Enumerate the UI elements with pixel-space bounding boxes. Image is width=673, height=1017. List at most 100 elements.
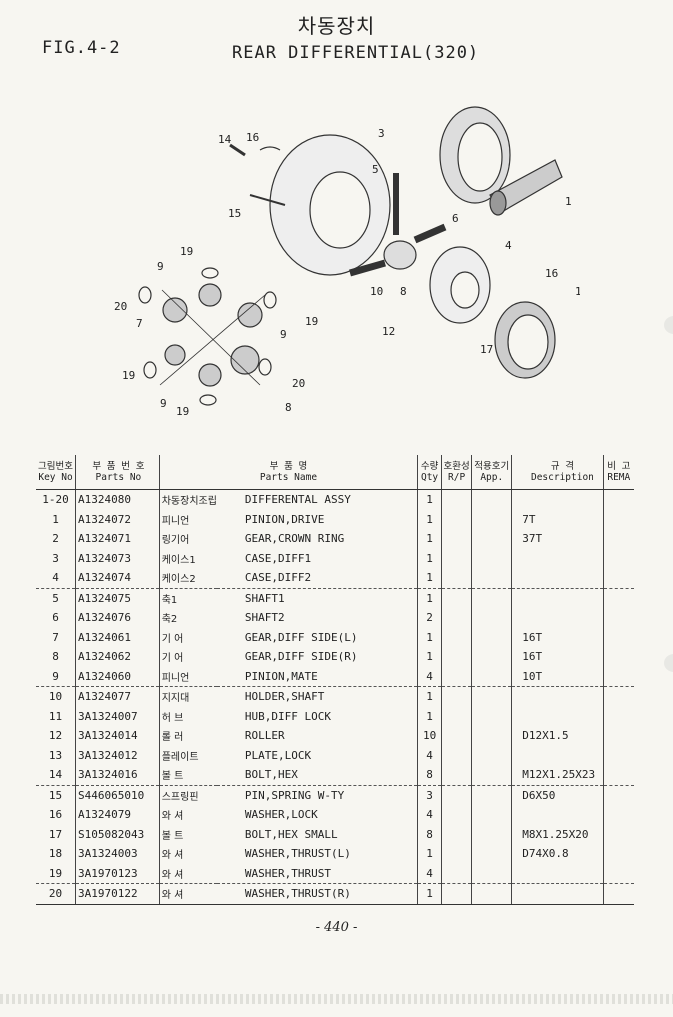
callout-number: 4 [505, 239, 512, 252]
cell-empty [603, 666, 634, 687]
cell-ko: 피니언 [161, 515, 190, 527]
cell-pn: A1324076 [75, 608, 160, 628]
cell-empty [471, 726, 513, 746]
cell-pn: A1324077 [75, 686, 160, 707]
cell-ko: 케이스1 [161, 554, 196, 566]
cell-empty [471, 785, 513, 805]
callout-number: 15 [228, 207, 241, 220]
cell-empty [471, 824, 513, 844]
cell-qty: 1 [417, 548, 442, 568]
cell-key: 3 [36, 548, 77, 568]
cell-empty [471, 509, 513, 529]
cell-ko: 롤 러 [161, 732, 184, 744]
callout-number: 8 [285, 401, 292, 414]
cell-name: GEAR,DIFF SIDE(L) [216, 627, 419, 647]
cell-empty [603, 825, 634, 845]
binder-hole [664, 316, 673, 334]
callout-number: 19 [180, 245, 193, 258]
cell-empty [603, 726, 634, 746]
callout-number: 7 [136, 317, 143, 330]
cell-desc: 10T [511, 666, 604, 687]
cell-empty [603, 687, 634, 707]
cell-empty [441, 509, 473, 529]
cell-empty [603, 608, 634, 628]
cell-name: PINION,DRIVE [216, 509, 419, 529]
cell-empty [603, 588, 634, 608]
cell-empty [471, 647, 513, 667]
cell-empty [471, 686, 513, 707]
cell-key: 13 [36, 745, 77, 765]
cell-desc [511, 489, 604, 510]
cell-empty [603, 568, 634, 589]
callout-number: 9 [280, 328, 287, 341]
cell-pn: S446065010 [75, 785, 160, 805]
cell-pn: A1324079 [75, 805, 160, 825]
cell-qty: 1 [417, 686, 442, 707]
cell-empty [471, 765, 513, 786]
cell-ko: 허 브 [161, 712, 184, 724]
callout-number: 11 [575, 285, 580, 298]
cell-key: 16 [36, 805, 77, 825]
cell-qty: 8 [417, 824, 442, 844]
cell-empty [471, 844, 513, 864]
cell-name: BOLT,HEX [216, 765, 419, 786]
cell-empty [471, 608, 513, 628]
cell-pn: A1324073 [75, 548, 160, 568]
callout-number: 17 [480, 343, 493, 356]
spring-pin [249, 194, 286, 206]
cell-key: 12 [36, 726, 77, 746]
cell-desc [511, 805, 604, 825]
cell-ko: 축2 [161, 614, 178, 626]
callout-number: 19 [305, 315, 318, 328]
cell-empty [441, 666, 473, 687]
cell-pn: A1324080 [75, 489, 160, 510]
cell-empty [441, 765, 473, 786]
cell-empty [603, 549, 634, 569]
cell-desc: D74X0.8 [511, 844, 604, 864]
callout-number: 16 [246, 131, 259, 144]
cell-key: 19 [36, 863, 77, 884]
cell-name: CASE,DIFF1 [216, 548, 419, 568]
cell-key: 4 [36, 568, 77, 589]
callout-number: 19 [176, 405, 189, 418]
cell-desc [511, 883, 604, 905]
cell-pn: A1324062 [75, 647, 160, 667]
callout-number: 16 [545, 267, 558, 280]
cell-pn: 3A1324007 [75, 706, 160, 726]
cell-ko: 링기어 [161, 535, 190, 547]
cell-qty: 4 [417, 666, 442, 687]
callout-number: 5 [372, 163, 379, 176]
cell-pn: 3A1970122 [75, 883, 160, 905]
cell-pn: A1324075 [75, 588, 160, 608]
cell-empty [441, 588, 473, 608]
callout-number: 10 [370, 285, 383, 298]
cell-ko: 와 셔 [159, 883, 217, 905]
cell-qty: 1 [417, 883, 442, 905]
cell-desc [511, 686, 604, 707]
cell-desc [511, 608, 604, 628]
cell-key: 7 [36, 627, 77, 647]
cell-desc: 16T [511, 647, 604, 667]
cell-empty [471, 548, 513, 568]
pinion-mate-cluster [159, 283, 266, 387]
cell-name: HUB,DIFF LOCK [216, 706, 419, 726]
cell-qty: 1 [417, 844, 442, 864]
cell-empty [471, 805, 513, 825]
diff-case-1 [269, 134, 391, 276]
cell-pn: 3A1970123 [75, 863, 160, 884]
cell-empty [441, 863, 473, 884]
cell-pn: 3A1324012 [75, 745, 160, 765]
cell-ko: 기 어 [161, 633, 184, 645]
cell-key: 14 [36, 765, 77, 786]
cell-desc: 37T [511, 529, 604, 549]
cell-key: 5 [36, 588, 77, 608]
